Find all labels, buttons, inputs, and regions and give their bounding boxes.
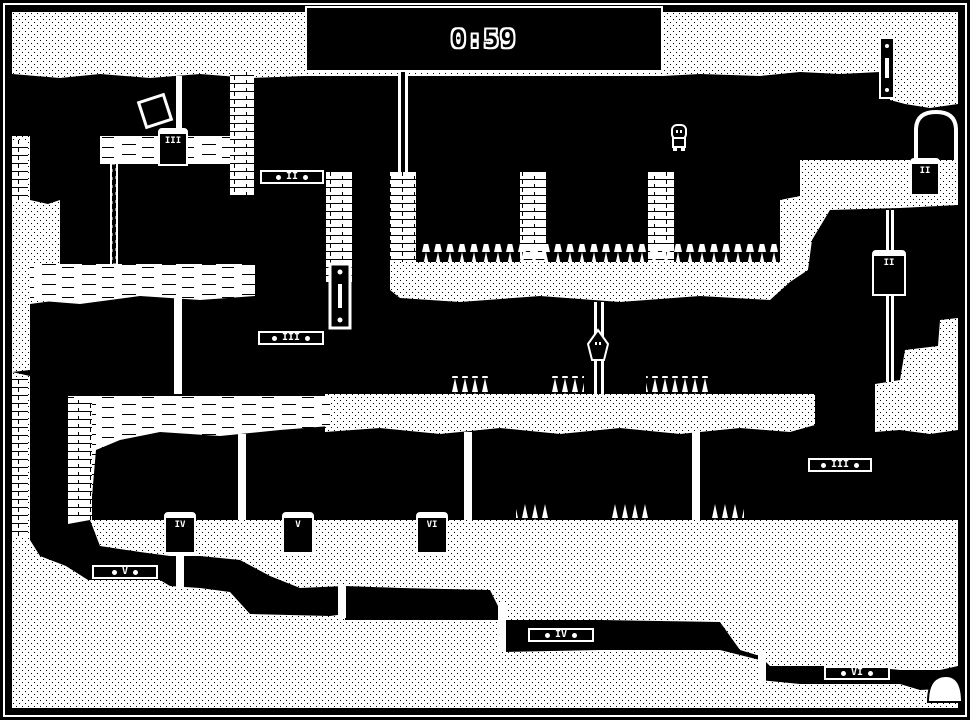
upper-left-brick-column [230, 72, 254, 196]
plate-rivet-icon [840, 670, 846, 676]
right-rock-chunk [875, 318, 958, 434]
timer-text: 0:59 [451, 25, 517, 53]
spike-row-upper [418, 244, 778, 262]
plate-rivet-icon [133, 569, 139, 575]
plate-rivet-icon [854, 462, 860, 468]
plate-vi[interactable]: VI [824, 666, 890, 680]
plate-label: II [285, 171, 299, 182]
plate-rivet-icon [275, 174, 281, 180]
plate-label: III [281, 332, 301, 343]
brick-column-b [390, 172, 416, 264]
hanging-creature-icon [586, 328, 610, 361]
plate-rivet-icon [303, 174, 309, 180]
plate-rivet-icon [271, 335, 277, 341]
plate-label: V [121, 566, 129, 577]
tilted-crate [136, 92, 174, 130]
plate-rivet-icon [820, 462, 826, 468]
plate-ii-upper[interactable]: II [260, 170, 324, 184]
plate-v[interactable]: V [92, 565, 158, 579]
plate-iii-right[interactable]: III [808, 458, 872, 472]
bottom-rock [12, 586, 958, 708]
plate-iv[interactable]: IV [528, 628, 594, 642]
ceiling-rock [12, 12, 958, 108]
plate-iii-mid[interactable]: III [258, 331, 324, 345]
left-plank-shelf [30, 264, 255, 304]
door-vi[interactable]: VI [416, 512, 448, 554]
door-iii[interactable]: III [158, 128, 188, 166]
plate-label: VI [850, 667, 864, 678]
plate-rivet-icon [544, 632, 550, 638]
plate-rivet-icon [305, 335, 311, 341]
door-iv[interactable]: IV [164, 512, 196, 554]
plate-rivet-icon [111, 569, 117, 575]
left-middle-platform [68, 396, 330, 524]
boulder [926, 674, 964, 703]
timer-panel: 0:59 [305, 6, 663, 72]
hanging-marker-right [879, 37, 895, 99]
plate-label: IV [554, 629, 568, 640]
plate-label: III [830, 459, 850, 470]
plate-rivet-icon [572, 632, 578, 638]
lower-floor [90, 520, 958, 670]
middle-long-platform [325, 394, 815, 434]
exit-archway [914, 109, 958, 160]
player-character-icon[interactable] [668, 124, 690, 152]
central-upper-platform [390, 160, 958, 302]
vertical-switch-mid [328, 262, 352, 330]
door-ii-top[interactable]: II [910, 158, 940, 196]
door-v[interactable]: V [282, 512, 314, 554]
door-ii-lift[interactable]: II [872, 250, 906, 296]
plate-rivet-icon [868, 670, 874, 676]
